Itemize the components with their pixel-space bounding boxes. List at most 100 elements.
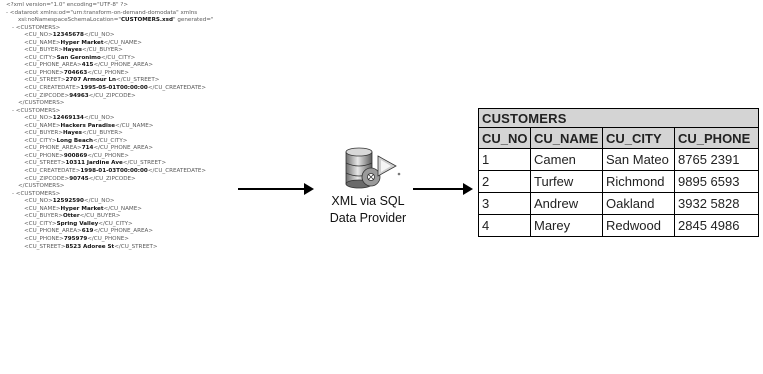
xml-markup: </CU_CITY> xyxy=(98,220,133,227)
xml-line: </CUSTOMERS> xyxy=(6,183,288,191)
xml-markup: </CU_NAME> xyxy=(103,39,142,46)
table-cell: San Mateo xyxy=(602,148,675,171)
table-header-row: CU_NO CU_NAME CU_CITY CU_PHONE xyxy=(478,127,759,149)
column-header: CU_NAME xyxy=(530,127,603,149)
table-cell: Andrew xyxy=(530,192,603,215)
xml-value: 619 xyxy=(81,228,94,235)
xml-line: <CU_ZIPCODE>90745</CU_ZIPCODE> xyxy=(6,176,288,184)
xml-markup: </CU_PHONE_AREA> xyxy=(93,62,154,69)
xml-markup: <CU_CREATEDATE> xyxy=(24,168,81,175)
xml-markup: </CU_NO> xyxy=(83,198,115,205)
xml-markup: - <CUSTOMERS> xyxy=(12,190,61,197)
xml-markup: </CU_CREATEDATE> xyxy=(147,168,207,175)
xml-value: 704663 xyxy=(63,69,88,76)
xml-value: Hyper Market xyxy=(60,205,104,212)
xml-line: <CU_PHONE_AREA>415</CU_PHONE_AREA> xyxy=(6,62,288,70)
xml-value: CUSTOMERS.xsd xyxy=(120,17,173,24)
xml-markup: </CU_CREATEDATE> xyxy=(147,85,207,92)
arrow-provider-to-table xyxy=(413,183,473,195)
xml-markup: - <dataroot xmlns:od="urn:transform-on-d… xyxy=(6,9,198,16)
xml-value: Long Beach xyxy=(56,137,94,144)
xml-markup: <CU_PHONE_AREA> xyxy=(24,145,82,152)
arrow-xml-to-provider xyxy=(238,183,314,195)
xml-markup: </CU_NO> xyxy=(83,115,115,122)
sql-data-provider-node: XML via SQL Data Provider xyxy=(298,140,438,260)
table-cell: 3 xyxy=(478,192,531,215)
xml-value: 8523 Adoree St xyxy=(65,243,115,250)
xml-line: <CU_STREET>2707 Armour Ln</CU_STREET> xyxy=(6,77,288,85)
table-cell: Richmond xyxy=(602,170,675,193)
xml-line: <CU_CITY>Spring Valley</CU_CITY> xyxy=(6,221,288,229)
xml-markup: </CU_NAME> xyxy=(103,205,142,212)
xml-markup: </CU_PHONE_AREA> xyxy=(93,145,154,152)
xml-markup: <CU_PHONE> xyxy=(24,235,64,242)
table-cell: 4 xyxy=(478,214,531,237)
xml-markup: <CU_CITY> xyxy=(24,137,57,144)
xml-markup: - <CUSTOMERS> xyxy=(12,24,61,31)
xml-markup: </CU_BUYER> xyxy=(82,130,123,137)
xml-markup: </CU_PHONE> xyxy=(87,235,129,242)
xml-value: 10311 Jardine Ave xyxy=(65,160,123,167)
xml-value: 1998-01-03T00:00:00 xyxy=(80,168,148,175)
xml-markup: </CU_PHONE> xyxy=(87,69,129,76)
xml-markup: <CU_CREATEDATE> xyxy=(24,85,81,92)
xml-value: 1995-05-01T00:00:00 xyxy=(80,85,148,92)
xml-line: <CU_PHONE>900869</CU_PHONE> xyxy=(6,153,288,161)
xml-markup: <CU_CITY> xyxy=(24,54,57,61)
table-cell: Oakland xyxy=(602,192,675,215)
xml-value: 2707 Armour Ln xyxy=(65,77,117,84)
xml-markup: <CU_BUYER> xyxy=(24,47,63,54)
xml-markup: <CU_NAME> xyxy=(24,205,61,212)
xml-markup: </CU_NAME> xyxy=(115,122,154,129)
xml-line: <CU_STREET>10311 Jardine Ave</CU_STREET> xyxy=(6,160,288,168)
xml-markup: </CUSTOMERS> xyxy=(18,100,65,107)
xml-markup: xsi:noNamespaceSchemaLocation=" xyxy=(18,17,121,24)
xml-value: 795979 xyxy=(63,235,88,242)
xml-markup: </CU_BUYER> xyxy=(82,47,123,54)
xml-line: <CU_BUYER>Otter</CU_BUYER> xyxy=(6,213,288,221)
xml-markup: </CU_STREET> xyxy=(122,160,167,167)
xml-markup: </CU_BUYER> xyxy=(79,213,121,220)
xml-value: Spring Valley xyxy=(56,220,99,227)
table-cell: 8765 2391 xyxy=(674,148,759,171)
table-cell: Camen xyxy=(530,148,603,171)
provider-label-line2: Data Provider xyxy=(329,211,407,225)
xml-line: <CU_PHONE_AREA>714</CU_PHONE_AREA> xyxy=(6,145,288,153)
xml-markup: <CU_CITY> xyxy=(24,220,57,227)
xml-value: San Geronimo xyxy=(56,54,101,61)
xml-line: - <CUSTOMERS> xyxy=(6,108,288,116)
xml-line: <?xml version="1.0" encoding="UTF-8" ?> xyxy=(6,2,288,10)
provider-label-line1: XML via SQL xyxy=(331,194,405,208)
xml-value: Hyper Market xyxy=(60,39,104,46)
xml-markup: </CU_PHONE_AREA> xyxy=(93,228,154,235)
table-cell: Turfew xyxy=(530,170,603,193)
xml-line: <CU_BUYER>Hayes</CU_BUYER> xyxy=(6,130,288,138)
xml-line: <CU_BUYER>Hayes</CU_BUYER> xyxy=(6,47,288,55)
table-cell: Redwood xyxy=(602,214,675,237)
xml-markup: " generated=" xyxy=(173,17,214,24)
xml-markup: <CU_NO> xyxy=(24,115,53,122)
xml-markup: <CU_STREET> xyxy=(24,243,66,250)
xml-markup: <?xml version="1.0" encoding="UTF-8" ?> xyxy=(6,2,129,8)
xml-markup: <CU_ZIPCODE> xyxy=(24,92,70,99)
xml-markup: </CU_CITY> xyxy=(100,54,136,61)
xml-value: Otter xyxy=(62,213,80,220)
xml-line: <CU_NAME>Hyper Market</CU_NAME> xyxy=(6,206,288,214)
provider-label: XML via SQL Data Provider xyxy=(298,193,438,227)
xml-line: <CU_NO>12469134</CU_NO> xyxy=(6,115,288,123)
xml-markup: <CU_PHONE> xyxy=(24,152,64,159)
xml-line: <CU_PHONE>704663</CU_PHONE> xyxy=(6,70,288,78)
table-cell: 3932 5828 xyxy=(674,192,759,215)
xml-markup: </CUSTOMERS> xyxy=(18,183,65,190)
xml-markup: </CU_ZIPCODE> xyxy=(88,175,136,182)
xml-line: <CU_STREET>8523 Adoree St</CU_STREET> xyxy=(6,244,288,252)
xml-markup: <CU_ZIPCODE> xyxy=(24,175,70,182)
xml-markup: </CU_CITY> xyxy=(93,137,128,144)
xml-value: Hayes xyxy=(62,130,83,137)
xml-value: 12345678 xyxy=(52,32,84,39)
xml-markup: <CU_NO> xyxy=(24,32,53,39)
xml-line: </CUSTOMERS> xyxy=(6,100,288,108)
